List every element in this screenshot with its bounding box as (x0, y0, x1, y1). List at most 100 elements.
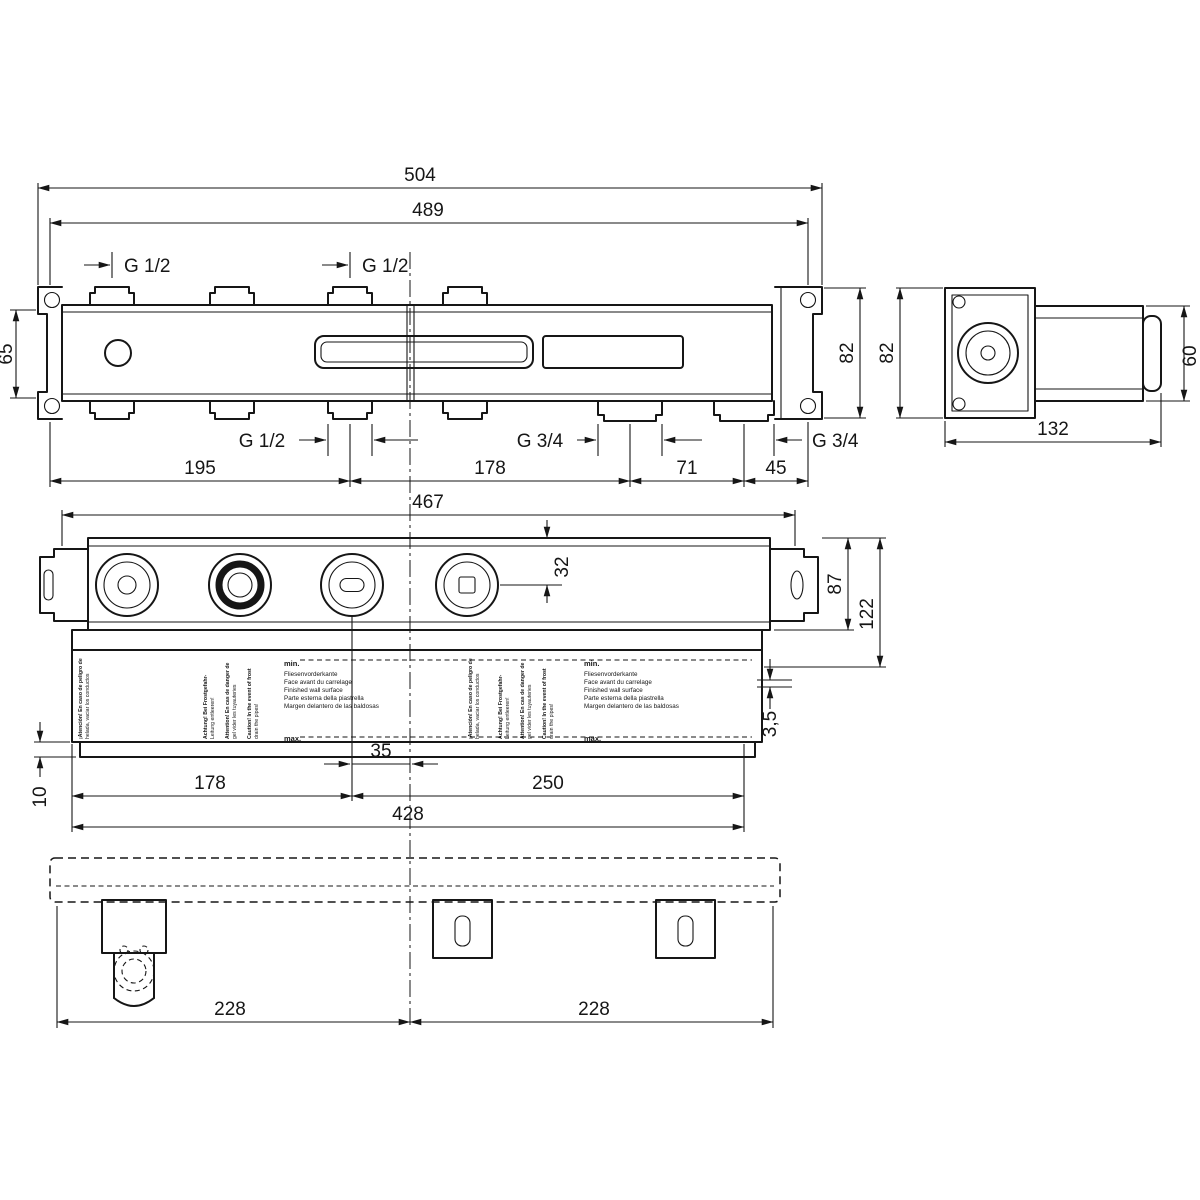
dim-82-side-view: 82 (877, 342, 898, 363)
wall-label-2: Face avant du carrelage (584, 679, 652, 686)
thread-label-bottom-g34-left: G 3/4 (517, 431, 564, 452)
thread-label-top-left: G 1/2 (124, 256, 170, 277)
bottom-view-dimensions: 228 228 (56, 906, 774, 1028)
warning-en-1: Caution! In the event of frost (247, 668, 253, 739)
screw-hole (952, 397, 966, 411)
dim-122: 122 (857, 598, 878, 630)
top-view-body (37, 286, 823, 422)
dim-228-right: 228 (578, 999, 610, 1020)
plate-print: ¡Atención! En caso de peligro de helada,… (78, 658, 752, 743)
dim-467: 467 (412, 492, 444, 513)
top-port (442, 286, 488, 306)
warning-es-1: ¡Atención! En caso de peligro de (468, 658, 474, 739)
dim-10: 10 (30, 786, 51, 807)
side-view: 82 60 132 (877, 287, 1200, 447)
dim-132: 132 (1037, 419, 1069, 440)
wall-label-2: Face avant du carrelage (284, 679, 352, 686)
thread-label-bottom-g34-right: G 3/4 (812, 431, 859, 452)
bottom-port (327, 400, 373, 420)
side-cartridge (957, 322, 1019, 384)
dim-65: 65 (0, 343, 17, 364)
flange (71, 629, 763, 651)
knob-3 (320, 553, 384, 617)
pipe-clip-bracket (101, 899, 167, 1007)
bottom-strip (79, 741, 756, 758)
dim-82-top-view: 82 (837, 342, 858, 363)
right-mounting-bracket (774, 286, 823, 420)
bottom-port (89, 400, 135, 420)
label-min: min. (284, 659, 299, 668)
thread-label-top-right: G 1/2 (362, 256, 408, 277)
top-view: 504 489 G 1/2 G 1/2 65 82 G 1/2 (0, 165, 866, 487)
dim-489: 489 (412, 200, 444, 221)
valve-body (61, 304, 773, 402)
function-slot (314, 335, 534, 369)
warning-fr-2: gel vider les tuyauteries (232, 684, 238, 739)
wall-label-5: Margen delantero de las baldosas (284, 703, 379, 710)
dim-71: 71 (676, 458, 697, 479)
warning-es-2: helada, vaciar los conductos (475, 673, 481, 739)
warning-es-2: helada, vaciar los conductos (85, 673, 91, 739)
screw-hole (43, 397, 61, 415)
wall-label-4: Parte esterna della piastrella (284, 695, 364, 702)
dim-3-5: 3,5 (760, 711, 781, 737)
bottom-view: 228 228 (49, 857, 781, 1028)
cartridge-port (104, 339, 132, 367)
screw-hole (799, 291, 817, 309)
side-valve-block (1034, 305, 1144, 402)
wall-label-3: Finished wall surface (284, 687, 343, 694)
wall-label-3: Finished wall surface (584, 687, 643, 694)
warning-de-2: Leitung entleeren! (210, 697, 216, 739)
knob-2 (208, 553, 272, 617)
warning-en-1: Caution! In the event of frost (542, 668, 548, 739)
top-port (209, 286, 255, 306)
mounting-plate-outline (49, 857, 781, 903)
label-max: max. (584, 734, 601, 743)
dim-60: 60 (1180, 345, 1200, 366)
warning-de-2: Leitung entleeren! (505, 697, 511, 739)
dim-87: 87 (825, 573, 846, 594)
top-port (89, 286, 135, 306)
dim-195: 195 (184, 458, 216, 479)
front-view-dimensions: 467 32 87 122 3,5 35 178 (30, 492, 886, 832)
bottom-port-g34 (713, 400, 775, 422)
screw-hole (799, 397, 817, 415)
top-view-dimensions: 504 489 G 1/2 G 1/2 65 82 G 1/2 (0, 165, 866, 487)
label-max: max. (284, 734, 301, 743)
warning-fr-1: Attention! En cas de danger de (520, 663, 526, 739)
left-mounting-bracket (37, 286, 63, 420)
dim-178-top-view: 178 (474, 458, 506, 479)
warning-de-1: Achtung! Bei Frostgefahr- (203, 674, 209, 739)
front-body (87, 537, 771, 631)
warning-en-2: drain the pipes! (254, 704, 260, 739)
knob-4 (435, 553, 499, 617)
bottom-port (442, 400, 488, 420)
dim-178-front-view: 178 (194, 773, 226, 794)
dim-428: 428 (392, 804, 424, 825)
warning-fr-2: gel vider les tuyauteries (527, 684, 533, 739)
front-view-body (39, 537, 819, 801)
wall-label-5: Margen delantero de las baldosas (584, 703, 679, 710)
label-min: min. (584, 659, 599, 668)
side-view-body (944, 287, 1162, 419)
bottom-port (209, 400, 255, 420)
dim-228-left: 228 (214, 999, 246, 1020)
warning-es-1: ¡Atención! En caso de peligro de (78, 658, 84, 739)
warning-de-1: Achtung! Bei Frostgefahr- (498, 674, 504, 739)
screw-hole (952, 295, 966, 309)
side-view-dimensions: 82 60 132 (877, 287, 1200, 447)
warning-fr-1: Attention! En cas de danger de (225, 663, 231, 739)
dim-250: 250 (532, 773, 564, 794)
thread-label-bottom-g12: G 1/2 (239, 431, 285, 452)
wall-label-4: Parte esterna della piastrella (584, 695, 664, 702)
warning-en-2: drain the pipes! (549, 704, 555, 739)
front-view: ¡Atención! En caso de peligro de helada,… (30, 492, 886, 832)
top-port (327, 286, 373, 306)
dim-504: 504 (404, 165, 436, 186)
side-end-cap (1142, 315, 1162, 392)
dim-32: 32 (552, 556, 573, 577)
bottom-port-g34 (597, 400, 663, 422)
mounting-bracket-right (655, 899, 716, 959)
dim-35: 35 (370, 741, 391, 762)
